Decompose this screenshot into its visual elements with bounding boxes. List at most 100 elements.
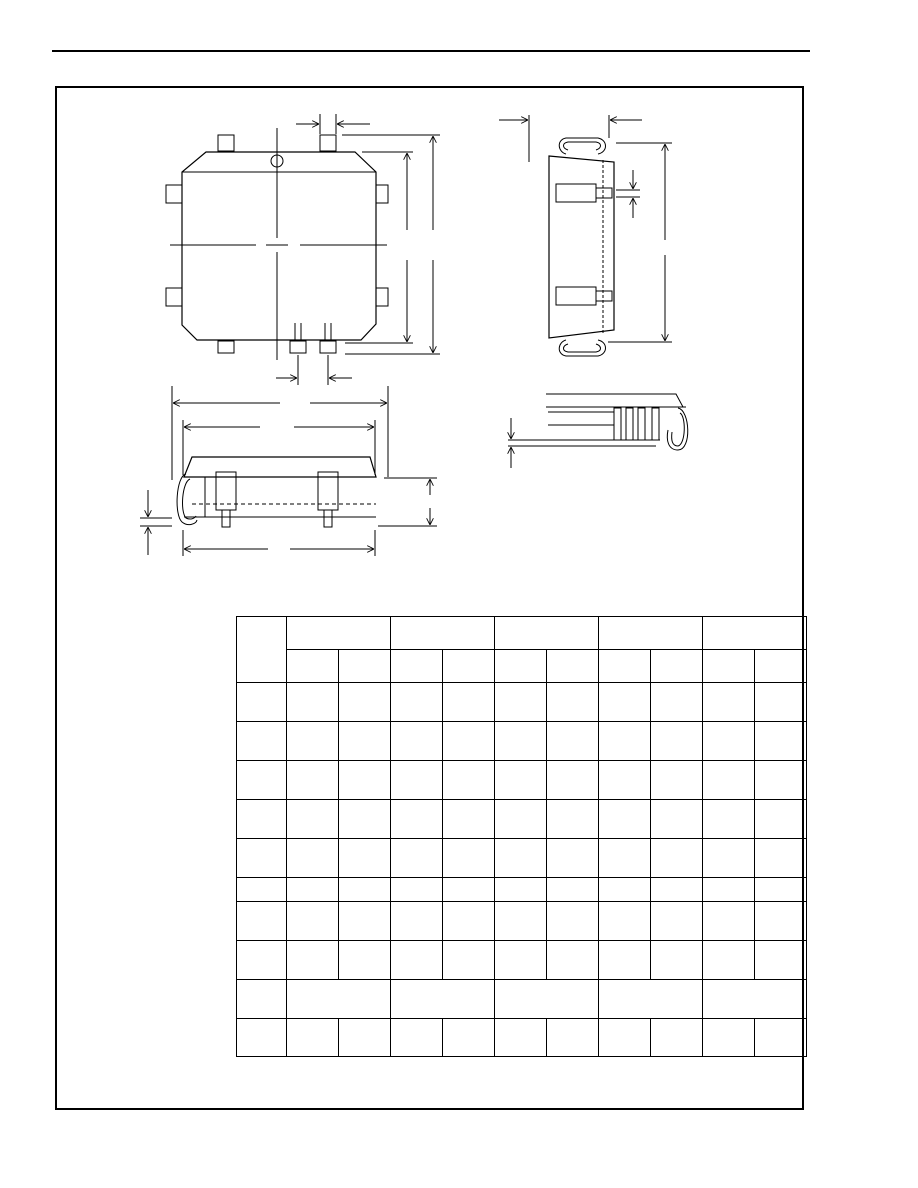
table-cell	[390, 760, 443, 800]
table-cell	[338, 721, 391, 761]
table-row	[236, 838, 807, 878]
top-view	[165, 114, 440, 385]
table-cell	[286, 1018, 339, 1057]
header-group	[286, 616, 391, 650]
table-cell	[546, 901, 599, 941]
table-cell	[702, 940, 755, 980]
table-cell	[494, 682, 547, 722]
header-group	[494, 616, 599, 650]
table-row	[236, 799, 807, 839]
header-group	[598, 616, 703, 650]
table-cell	[650, 1018, 703, 1057]
table-cell	[494, 760, 547, 800]
table-cell	[650, 901, 703, 941]
table-cell	[390, 799, 443, 839]
table-cell	[754, 721, 807, 761]
table-cell	[286, 979, 391, 1019]
drawing-frame	[55, 86, 804, 1110]
sub-header	[754, 649, 807, 683]
table-cell	[442, 877, 495, 902]
table-cell	[754, 799, 807, 839]
table-cell	[390, 940, 443, 980]
table-cell	[390, 1018, 443, 1057]
table-cell	[390, 838, 443, 878]
table-cell	[754, 901, 807, 941]
front-view	[140, 386, 437, 556]
sub-header	[494, 649, 547, 683]
table-cell	[338, 1018, 391, 1057]
table-cell	[650, 721, 703, 761]
table-cell	[286, 940, 339, 980]
table-cell	[286, 901, 339, 941]
table-cell	[338, 838, 391, 878]
table-cell	[754, 760, 807, 800]
table-cell	[390, 901, 443, 941]
header-group	[390, 616, 495, 650]
table-cell	[754, 1018, 807, 1057]
table-cell	[546, 760, 599, 800]
sub-header	[390, 649, 443, 683]
table-cell	[754, 838, 807, 878]
table-row	[236, 877, 807, 902]
table-cell	[598, 838, 651, 878]
table-cell	[754, 682, 807, 722]
sub-header	[338, 649, 391, 683]
table-cell	[598, 760, 651, 800]
lead-detail	[508, 393, 689, 468]
table-subheader-row	[237, 649, 807, 683]
table-cell	[598, 1018, 651, 1057]
package-drawings	[140, 114, 689, 556]
row-label	[236, 721, 287, 761]
table-cell	[650, 760, 703, 800]
table-header-row	[236, 616, 807, 683]
table-row	[236, 760, 807, 800]
row-label	[236, 940, 287, 980]
table-cell	[598, 877, 651, 902]
sub-header	[702, 649, 755, 683]
table-cell	[494, 877, 547, 902]
table-cell	[286, 721, 339, 761]
sub-header	[546, 649, 599, 683]
table-cell	[286, 682, 339, 722]
table-cell	[598, 721, 651, 761]
header-rule	[52, 50, 810, 52]
table-cell	[338, 682, 391, 722]
table-cell	[546, 721, 599, 761]
table-cell	[598, 799, 651, 839]
table-row	[236, 979, 807, 1019]
table-cell	[494, 901, 547, 941]
table-cell	[494, 721, 547, 761]
sub-header	[598, 649, 651, 683]
table-cell	[494, 1018, 547, 1057]
table-cell	[598, 901, 651, 941]
table-cell	[494, 940, 547, 980]
table-cell	[650, 877, 703, 902]
table-cell	[286, 760, 339, 800]
table-cell	[442, 721, 495, 761]
table-cell	[338, 901, 391, 941]
table-cell	[546, 877, 599, 902]
row-label	[236, 877, 287, 902]
table-corner-cell	[236, 616, 287, 683]
table-cell	[338, 877, 391, 902]
table-cell	[338, 940, 391, 980]
table-cell	[286, 838, 339, 878]
table-cell	[650, 838, 703, 878]
table-row	[236, 940, 807, 980]
row-label	[236, 838, 287, 878]
table-cell	[598, 940, 651, 980]
sub-header	[650, 649, 703, 683]
table-cell	[442, 838, 495, 878]
table-cell	[702, 838, 755, 878]
table-cell	[494, 838, 547, 878]
table-cell	[546, 1018, 599, 1057]
table-body	[236, 682, 807, 1057]
table-cell	[442, 1018, 495, 1057]
side-view-right	[499, 115, 672, 357]
table-cell	[702, 721, 755, 761]
sub-header	[286, 649, 339, 683]
row-label	[236, 799, 287, 839]
table-cell	[286, 877, 339, 902]
table-cell	[442, 940, 495, 980]
table-cell	[546, 838, 599, 878]
